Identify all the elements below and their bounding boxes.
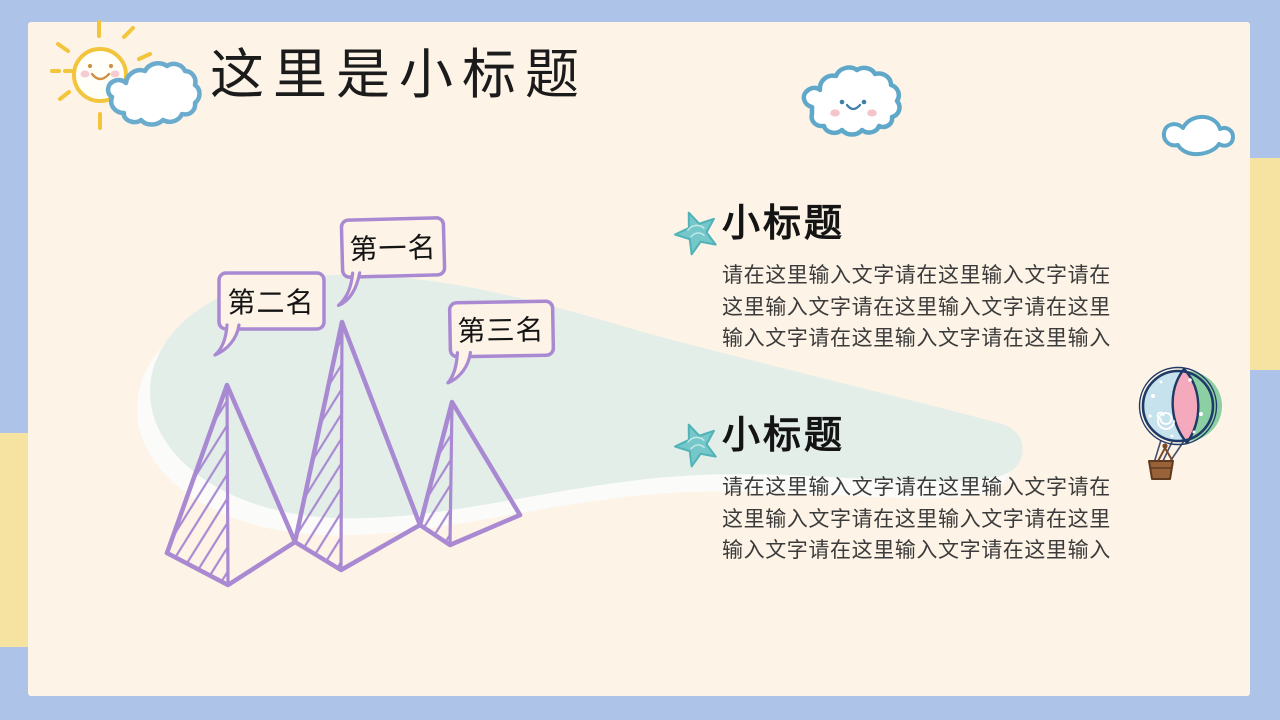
section-body: 请在这里输入文字请在这里输入文字请在这里输入文字请在这里输入文字请在这里输入文字…: [722, 264, 1111, 351]
section-second: 小标题 请在这里输入文字请在这里输入文字请在这里输入文字请在这里输入文字请在这里…: [722, 415, 1132, 567]
accent-block-right: [1250, 158, 1280, 370]
section-first: 小标题 请在这里输入文字请在这里输入文字请在这里输入文字请在这里输入文字请在这里…: [722, 203, 1132, 355]
slide-panel: [28, 22, 1250, 696]
section-heading: 小标题: [722, 415, 846, 457]
slide-title: 这里是小标题: [210, 45, 588, 105]
section-heading: 小标题: [722, 203, 846, 245]
accent-block-left: [0, 433, 28, 647]
section-body: 请在这里输入文字请在这里输入文字请在这里输入文字请在这里输入文字请在这里输入文字…: [722, 476, 1111, 563]
